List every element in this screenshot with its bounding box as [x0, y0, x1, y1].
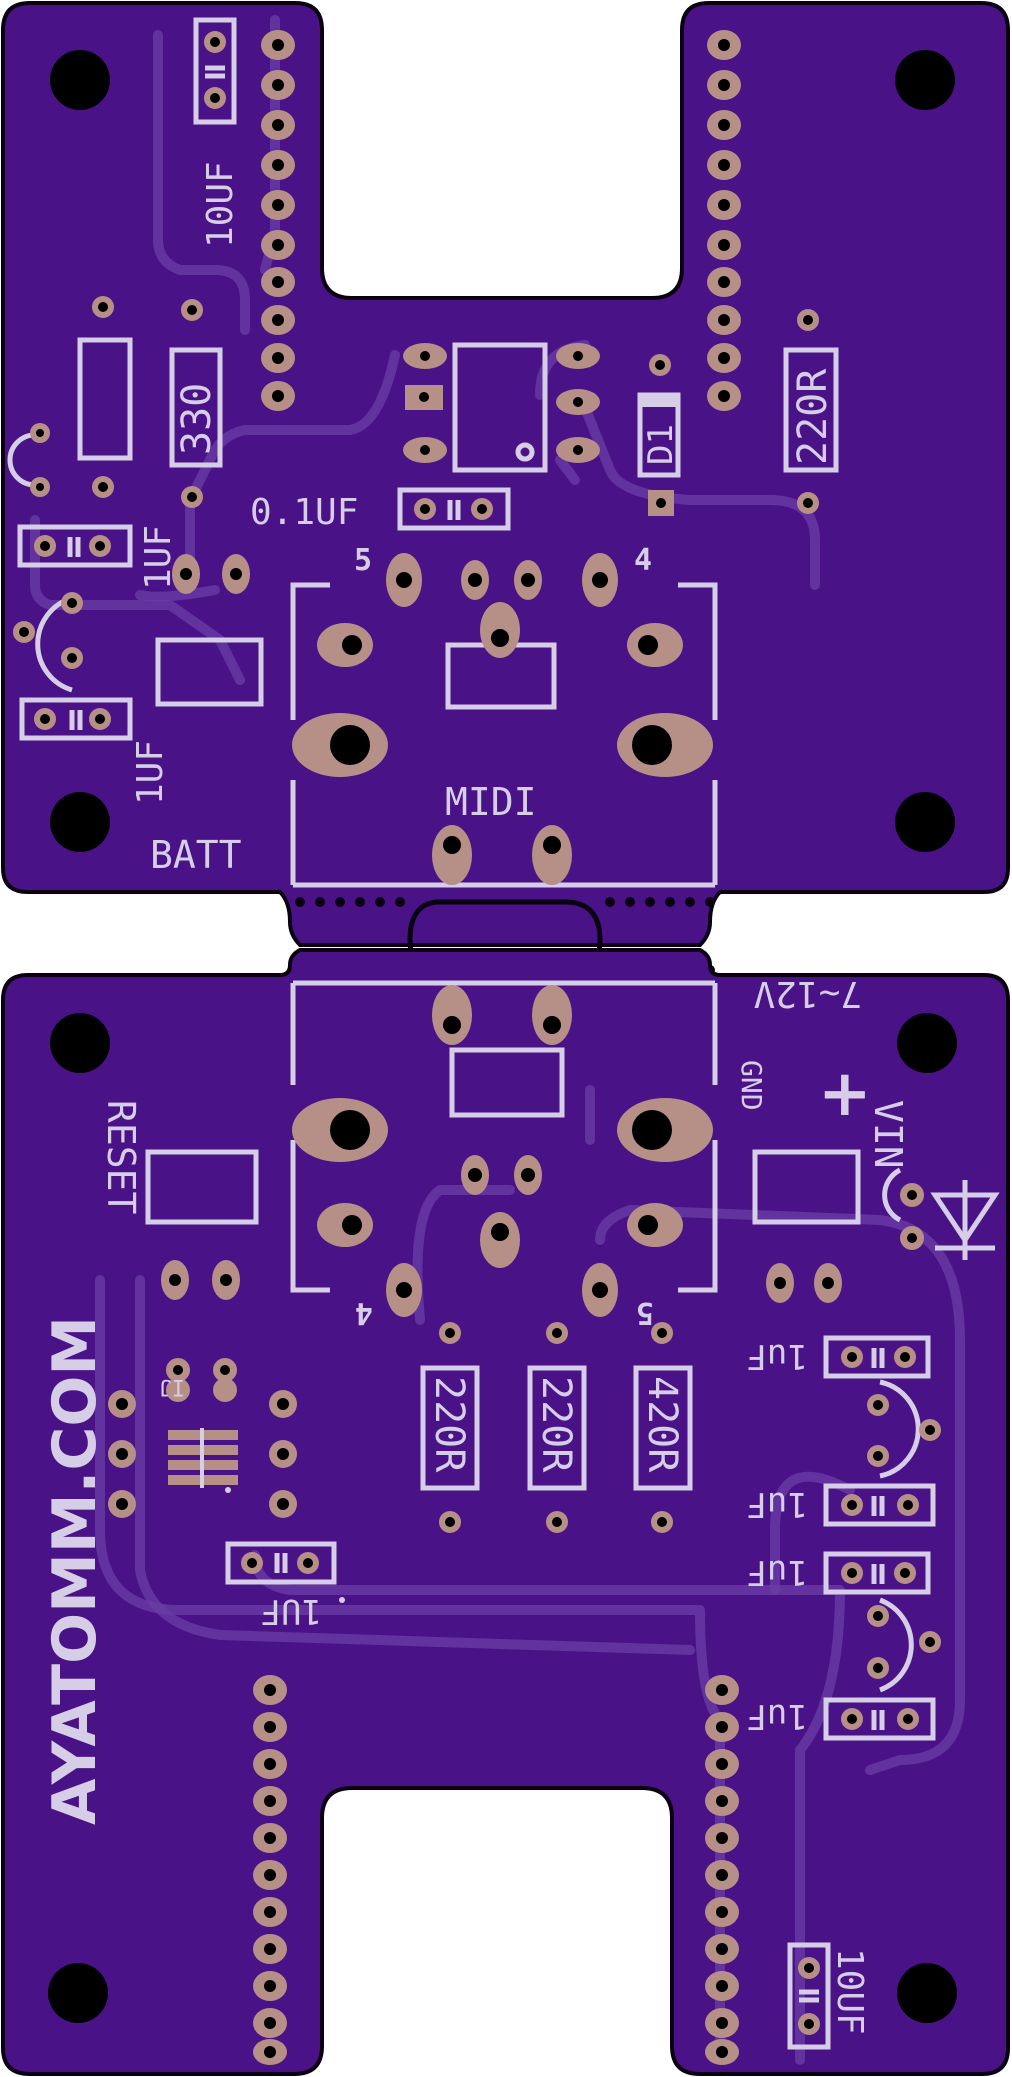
- resistor-220r-top: 220R: [783, 309, 839, 514]
- regulator-bottom-2: [867, 1597, 941, 1693]
- voltage-label: 7~12V: [754, 973, 862, 1014]
- midi-connector-top: 5 4 MIDI: [290, 543, 718, 888]
- mount-hole: [50, 792, 110, 852]
- mount-hole: [895, 792, 955, 852]
- mount-hole: [50, 50, 110, 110]
- cap-10uf-bottom-label: 10UF: [829, 1948, 870, 2035]
- plus-sign: +: [818, 1057, 872, 1131]
- bottom-board-substrate: [1, 948, 1010, 2076]
- res-220r-top-label: 220R: [790, 368, 836, 465]
- mount-hole: [48, 1963, 108, 2023]
- resistor-330: 330: [169, 299, 223, 508]
- midi-pin4-top: 4: [634, 543, 652, 578]
- cap-01uf-label: 0.1UF: [250, 492, 358, 533]
- header-top-left: [261, 30, 295, 411]
- capacitor-01uf: 0.1UF: [250, 487, 511, 533]
- cap-2-label: 1uF: [747, 1484, 808, 1524]
- batt-label: BATT: [150, 833, 242, 877]
- capacitor-1uf-r3: 1uF: [747, 1551, 931, 1595]
- bottom-traces: [95, 1085, 965, 2065]
- mount-hole: [897, 1013, 957, 1073]
- reset-label: RESET: [99, 1100, 143, 1214]
- resistor-c: 420R: [633, 1322, 693, 1533]
- gnd-label: GND: [735, 1060, 768, 1111]
- capacitor-1uf-r2: 1uF: [747, 1483, 936, 1527]
- res-b-label: 220R: [533, 1376, 579, 1473]
- capacitor-1uf-r1: 1uF: [747, 1335, 931, 1379]
- website-label: AYATOMM.COM: [40, 1316, 110, 1825]
- regulator-top: [13, 592, 83, 693]
- header-bottom-left: [253, 1675, 287, 2065]
- mount-hole: [897, 1963, 957, 2023]
- cap-1uf-bottom-label: 1UF: [261, 1591, 322, 1631]
- capacitor-1uf-b: 1UF: [19, 697, 171, 805]
- midi-pin5-top: 5: [354, 543, 372, 578]
- vin-label: VIN: [866, 1100, 910, 1169]
- cap-4-label: 1uF: [747, 1696, 808, 1736]
- midi-pin5-bottom: 5: [636, 1295, 654, 1330]
- header-top-right: [707, 30, 741, 411]
- crystal-bottom: IJ: [108, 1358, 297, 1518]
- cap-10uf-top-label: 10UF: [200, 161, 241, 248]
- midi-label: MIDI: [445, 780, 537, 824]
- diode-label: D1: [641, 424, 681, 465]
- capacitor-10uf-top: 10UF: [193, 17, 241, 248]
- reset-switch-outline: [145, 1149, 259, 1225]
- midi-connector-bottom: 4 5: [290, 980, 718, 1330]
- power-diode: [882, 1167, 1000, 1260]
- capacitor-1uf-r4: 1uF: [747, 1696, 936, 1741]
- component-outline: [77, 337, 133, 461]
- midi-pin4-bottom: 4: [355, 1295, 373, 1330]
- power-switch-outline: [752, 1149, 861, 1225]
- res-330-label: 330: [174, 383, 220, 455]
- capacitor-1uf-bottom: 1UF: [225, 1541, 345, 1631]
- mount-hole: [50, 1013, 110, 1073]
- battery-connector: [172, 554, 250, 594]
- power-pads: [766, 1263, 842, 1303]
- capacitor-10uf-bottom: 10UF: [787, 1942, 870, 2050]
- cap-1-label: 1uF: [747, 1336, 808, 1376]
- top-board-substrate: [0, 1, 1010, 947]
- resistor-b: 220R: [527, 1322, 587, 1533]
- header-bottom-right: [705, 1675, 739, 2065]
- reset-button-pads: [161, 1260, 240, 1300]
- cap-3-label: 1uF: [747, 1552, 808, 1592]
- res-a-label: 220R: [426, 1376, 472, 1473]
- batt-switch-outline: [155, 637, 264, 707]
- ic-chip-top: [403, 342, 600, 473]
- cap-1uf-b-label: 1UF: [130, 740, 171, 805]
- res-c-label: 420R: [639, 1376, 685, 1473]
- led-small: [7, 423, 50, 497]
- cap-1uf-a-label: 1UF: [138, 525, 179, 590]
- ic-label: IJ: [159, 1374, 186, 1399]
- regulator-bottom-1: [867, 1379, 941, 1479]
- capacitor-1uf-a: 1UF: [17, 524, 179, 590]
- mount-hole: [895, 50, 955, 110]
- diode-d1: D1: [637, 354, 681, 516]
- resistor-a: 220R: [420, 1322, 480, 1533]
